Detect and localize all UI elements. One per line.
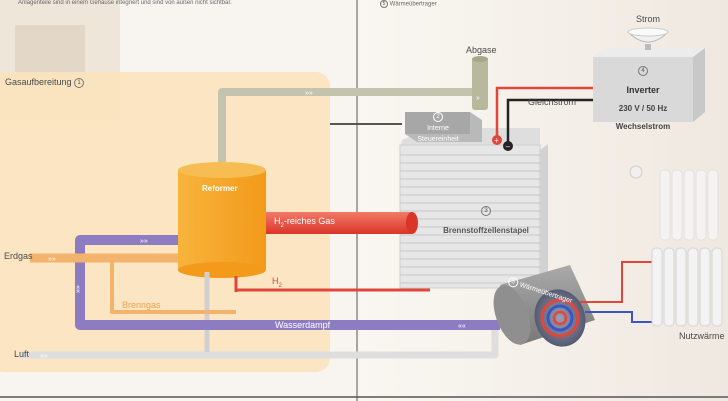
top-right-number: 5 — [380, 0, 388, 8]
exhaust-stack — [472, 58, 488, 110]
h2-rich-gas-label: H2-reiches Gas — [274, 216, 335, 229]
interne-steuereinheit-box — [405, 112, 482, 142]
erdgas-arrow: »» — [48, 256, 56, 263]
h2-label: H2 — [272, 276, 282, 289]
reformer-vessel — [178, 162, 266, 278]
nutzwaerme-label: Nutzwärme — [679, 331, 725, 341]
heating-flow-line — [580, 261, 652, 303]
gasaufbereitung-label: Gasaufbereitung 1 — [5, 77, 85, 88]
radiator-icon — [651, 247, 723, 327]
interne-line2: Steuereinheit — [417, 136, 459, 143]
h2-h: H — [272, 276, 279, 286]
interne-line1: Interne — [427, 125, 449, 132]
strom-label: Strom — [636, 14, 661, 24]
top-right-caption-text: Wärmeübertrager — [389, 1, 437, 8]
dc-plus-line — [495, 86, 593, 140]
plus-sign: + — [494, 136, 499, 145]
thermostat-icon — [629, 165, 643, 179]
luft-label: Luft — [14, 349, 30, 359]
inverter-current-type: Wechselstrom — [615, 122, 671, 131]
dc-minus-line — [506, 98, 593, 146]
h2-sub: 2 — [278, 282, 282, 289]
gasaufbereitung-text: Gasaufbereitung — [5, 77, 72, 87]
wasserdampf-label: Wasserdampf — [275, 320, 331, 330]
h2-gas-suffix: -reiches Gas — [283, 216, 335, 226]
brenngas-label: Brenngas — [122, 300, 161, 310]
interne-label-group: 2 Interne Steuereinheit — [412, 112, 464, 144]
stapel-label-group: 3 Brennstoffzellenstapel — [436, 202, 536, 238]
top-right-caption: 5 Wärmeübertrager — [380, 0, 437, 8]
plus-terminal — [492, 135, 502, 145]
air-arrow: »» — [40, 353, 48, 360]
reformer-label: Reformer — [202, 184, 238, 193]
air-pipe — [20, 320, 499, 359]
exhaust-arrow-2: »» — [305, 90, 313, 97]
steam-pipe — [75, 235, 500, 330]
steam-arrow-3: «« — [458, 323, 466, 330]
minus-sign: – — [506, 142, 511, 151]
inverter-number: 4 — [638, 65, 648, 76]
steam-arrow-1: »» — [140, 238, 148, 245]
abgase-label: Abgase — [466, 45, 497, 55]
heat-exchanger — [493, 265, 595, 347]
minus-terminal — [503, 141, 513, 151]
inverter-voltage: 230 V / 50 Hz — [618, 104, 668, 113]
inverter-label-group: 4 Inverter 230 V / 50 Hz Wechselstrom — [593, 62, 693, 134]
stapel-text: Brennstoffzellenstapel — [443, 226, 529, 235]
gleichstrom-label: Gleichstrom — [528, 97, 577, 107]
exhaust-stack-top — [472, 56, 488, 62]
left-room-object — [15, 25, 85, 75]
inverter-title: Inverter — [626, 85, 660, 95]
brenngas-pipe — [110, 258, 236, 314]
h2-gas-sub: 2 — [280, 222, 284, 229]
lamp-icon — [626, 27, 670, 50]
erdgas-label: Erdgas — [4, 251, 33, 261]
h2-gas-h: H — [274, 216, 281, 226]
gasaufbereitung-number: 1 — [74, 77, 85, 88]
radiator-upper — [659, 169, 719, 241]
steam-arrow-2: »» — [75, 285, 82, 293]
top-left-caption: Anlagenteile sind in einem Gehäuse integ… — [18, 0, 232, 6]
inverter-box — [593, 48, 705, 122]
h2-rich-gas-pipe — [266, 212, 412, 234]
stapel-number: 3 — [481, 205, 491, 216]
interne-number: 2 — [433, 112, 443, 122]
heating-return-line — [585, 311, 652, 323]
exhaust-arrow: » — [476, 95, 480, 102]
h2-pipe-end — [406, 212, 418, 234]
